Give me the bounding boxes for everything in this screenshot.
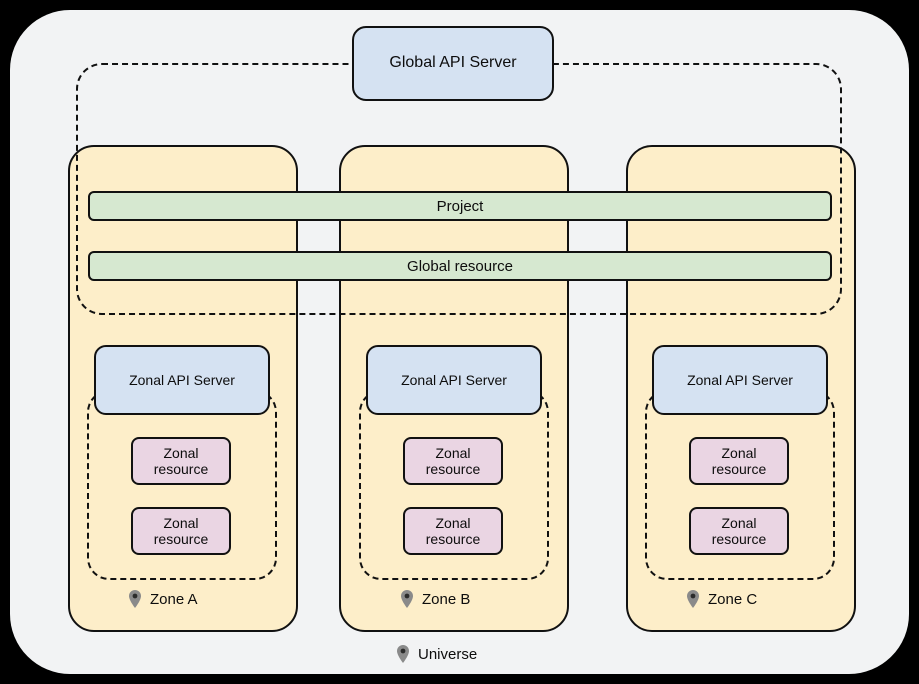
- map-pin-icon: [400, 590, 414, 608]
- zonal-resource-line1: Zonal: [435, 514, 471, 531]
- zonal-resource-node-c1[interactable]: Zonal resource: [689, 437, 789, 485]
- universe-label: Universe: [396, 645, 477, 663]
- global-api-server-node[interactable]: Global API Server: [352, 26, 554, 101]
- zonal-resource-line1: Zonal: [163, 514, 199, 531]
- zonal-resource-line2: resource: [153, 461, 209, 477]
- zonal-resource-line2: resource: [425, 531, 481, 547]
- map-pin-icon: [686, 590, 700, 608]
- zone-label-text: Zone B: [422, 590, 471, 608]
- zonal-resource-node-b1[interactable]: Zonal resource: [403, 437, 503, 485]
- zonal-resource-line2: resource: [711, 461, 767, 477]
- project-bar[interactable]: Project: [88, 191, 832, 221]
- map-pin-icon: [128, 590, 142, 608]
- zonal-resource-node-c2[interactable]: Zonal resource: [689, 507, 789, 555]
- zonal-resource-node-a2[interactable]: Zonal resource: [131, 507, 231, 555]
- zonal-resource-line2: resource: [425, 461, 481, 477]
- zone-label-text: Zone C: [708, 590, 758, 608]
- zonal-resource-node-a1[interactable]: Zonal resource: [131, 437, 231, 485]
- zone-label-c: Zone C: [686, 590, 757, 608]
- zonal-api-server-node-a[interactable]: Zonal API Server: [94, 345, 270, 415]
- universe-label-text: Universe: [418, 645, 478, 663]
- zone-label-text: Zone A: [150, 590, 198, 608]
- global-resource-bar[interactable]: Global resource: [88, 251, 832, 281]
- zonal-resource-node-b2[interactable]: Zonal resource: [403, 507, 503, 555]
- zonal-resource-line1: Zonal: [721, 444, 757, 461]
- zonal-resource-line2: resource: [711, 531, 767, 547]
- zone-label-a: Zone A: [128, 590, 198, 608]
- zonal-resource-line2: resource: [153, 531, 209, 547]
- zonal-resource-line1: Zonal: [435, 444, 471, 461]
- map-pin-icon: [396, 645, 410, 663]
- zonal-resource-line1: Zonal: [721, 514, 757, 531]
- zonal-api-server-node-c[interactable]: Zonal API Server: [652, 345, 828, 415]
- zonal-resource-line1: Zonal: [163, 444, 199, 461]
- zone-label-b: Zone B: [400, 590, 470, 608]
- zonal-api-server-node-b[interactable]: Zonal API Server: [366, 345, 542, 415]
